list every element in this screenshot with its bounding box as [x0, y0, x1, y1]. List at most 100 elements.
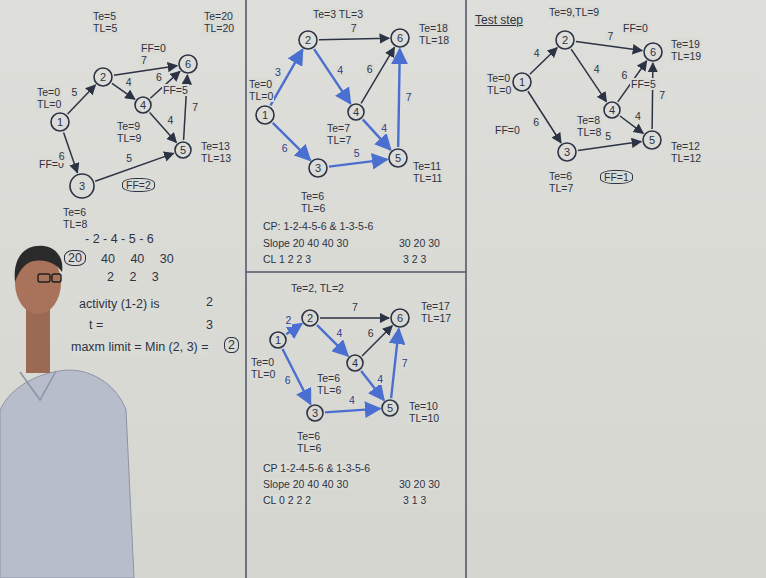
- annotation-text: Te=2, TL=2: [290, 282, 345, 294]
- node-circle: [643, 131, 661, 149]
- lecturer-neck: [26, 305, 50, 373]
- event-node: 4: [346, 354, 364, 372]
- event-number: 5: [395, 153, 401, 164]
- annotation-text: TL=11: [412, 172, 443, 184]
- annotation-text: TL=5: [92, 22, 118, 34]
- annotation-text: 3 1 3: [402, 494, 427, 506]
- event-number: 4: [353, 107, 359, 118]
- event-node: 5: [174, 141, 192, 159]
- event-node: 4: [347, 103, 365, 121]
- activity-arrow: [329, 159, 387, 166]
- event-node: 6: [178, 54, 198, 74]
- node-circle: [309, 159, 327, 177]
- lecturer-glasses: [38, 274, 50, 282]
- node-circle: [604, 102, 620, 118]
- annotation-text: TL=8: [62, 218, 88, 230]
- annotation-text: TL=20: [203, 22, 235, 34]
- annotation-text: Te=7: [326, 122, 351, 134]
- duration-label: 7: [350, 23, 358, 35]
- annotation-text: FF=2: [122, 178, 155, 192]
- annotation-text: TL=8: [576, 126, 602, 138]
- duration-label: 5: [604, 131, 612, 143]
- event-number: 3: [315, 163, 321, 174]
- event-number: 1: [57, 117, 63, 128]
- annotation-text: TL=9: [116, 132, 142, 144]
- event-number: 3: [79, 181, 85, 192]
- annotation-text: TL=12: [670, 152, 702, 164]
- divider-line: [246, 271, 466, 273]
- annotation-text: Slope 20 40 40 30: [262, 237, 349, 249]
- annotation-text: FF=0: [622, 22, 649, 34]
- annotation-text: t =: [88, 318, 104, 332]
- event-node: 4: [134, 96, 152, 114]
- annotation-text: 3 2 3: [402, 253, 427, 265]
- event-node: 4: [603, 101, 621, 119]
- activity-arrow: [361, 371, 384, 400]
- event-number: 5: [180, 145, 186, 156]
- duration-label: 4: [380, 123, 388, 135]
- annotation-text: CL 0 2 2 2: [262, 494, 312, 506]
- annotation-text: TL=0: [248, 90, 274, 102]
- annotation-text: Te=20: [203, 10, 234, 22]
- annotation-text: Te=0: [486, 72, 511, 84]
- annotation-text: Slope 20 40 40 30: [262, 478, 349, 490]
- event-node: 3: [308, 158, 328, 178]
- annotation-text: Te=19: [670, 38, 701, 50]
- node-circle: [179, 55, 197, 73]
- node-circle: [94, 68, 112, 86]
- annotation-text: FF=5: [162, 84, 189, 96]
- annotation-text: - 2 - 4 - 5 - 6: [84, 232, 155, 246]
- event-number: 3: [564, 147, 570, 158]
- activity-arrow: [68, 85, 96, 114]
- duration-label: 4: [336, 65, 344, 77]
- event-number: 6: [650, 47, 656, 58]
- node-circle: [556, 31, 574, 49]
- annotation-text: Te=6: [548, 170, 573, 182]
- duration-label: 5: [125, 153, 133, 165]
- node-circle: [299, 31, 317, 49]
- duration-label: 5: [353, 148, 361, 160]
- event-node: 2: [93, 67, 113, 87]
- annotation-text: CP: 1-2-4-5-6 & 1-3-5-6: [262, 220, 374, 232]
- activity-arrow: [651, 63, 653, 129]
- annotation-text: Te=6: [300, 190, 325, 202]
- duration-label: 6: [281, 143, 289, 155]
- annotation-text: FF=5: [630, 78, 657, 90]
- annotation-text: activity (1-2) is: [78, 297, 161, 311]
- event-node: 2: [555, 30, 575, 50]
- annotation-text: Test step: [474, 14, 524, 28]
- event-node: 1: [512, 72, 532, 92]
- event-number: 6: [185, 59, 191, 70]
- annotation-text: TL=6: [316, 384, 342, 396]
- activity-arrow: [363, 119, 391, 149]
- event-node: 5: [388, 148, 408, 168]
- event-number: 6: [397, 33, 403, 44]
- duration-label: 6: [532, 117, 540, 129]
- activity-arrow: [391, 329, 399, 398]
- node-circle: [307, 405, 323, 421]
- annotation-text: Te=6: [62, 206, 87, 218]
- annotation-text: FF=1: [600, 170, 633, 184]
- node-circle: [135, 97, 151, 113]
- event-number: 1: [275, 335, 281, 346]
- annotation-text: TL=19: [670, 50, 702, 62]
- annotation-text: CP 1-2-4-5-6 & 1-3-5-6: [262, 462, 371, 474]
- annotation-text: TL=0: [36, 98, 62, 110]
- event-number: 1: [519, 77, 525, 88]
- event-number: 4: [352, 358, 358, 369]
- activity-arrow: [273, 123, 310, 160]
- activity-arrow: [325, 409, 380, 413]
- activity-arrow: [283, 349, 311, 404]
- duration-label: 7: [606, 31, 614, 43]
- activity-arrow: [576, 41, 642, 50]
- lecturer-shirt: [0, 370, 134, 578]
- event-number: 4: [140, 100, 146, 111]
- node-circle: [51, 113, 69, 131]
- event-number: 5: [649, 135, 655, 146]
- duration-label: 6: [367, 328, 375, 340]
- duration-label: 4: [533, 48, 541, 60]
- annotation-text: TL=7: [548, 182, 574, 194]
- duration-label: 4: [166, 115, 174, 127]
- duration-label: 7: [405, 92, 413, 104]
- duration-label: 4: [335, 328, 343, 340]
